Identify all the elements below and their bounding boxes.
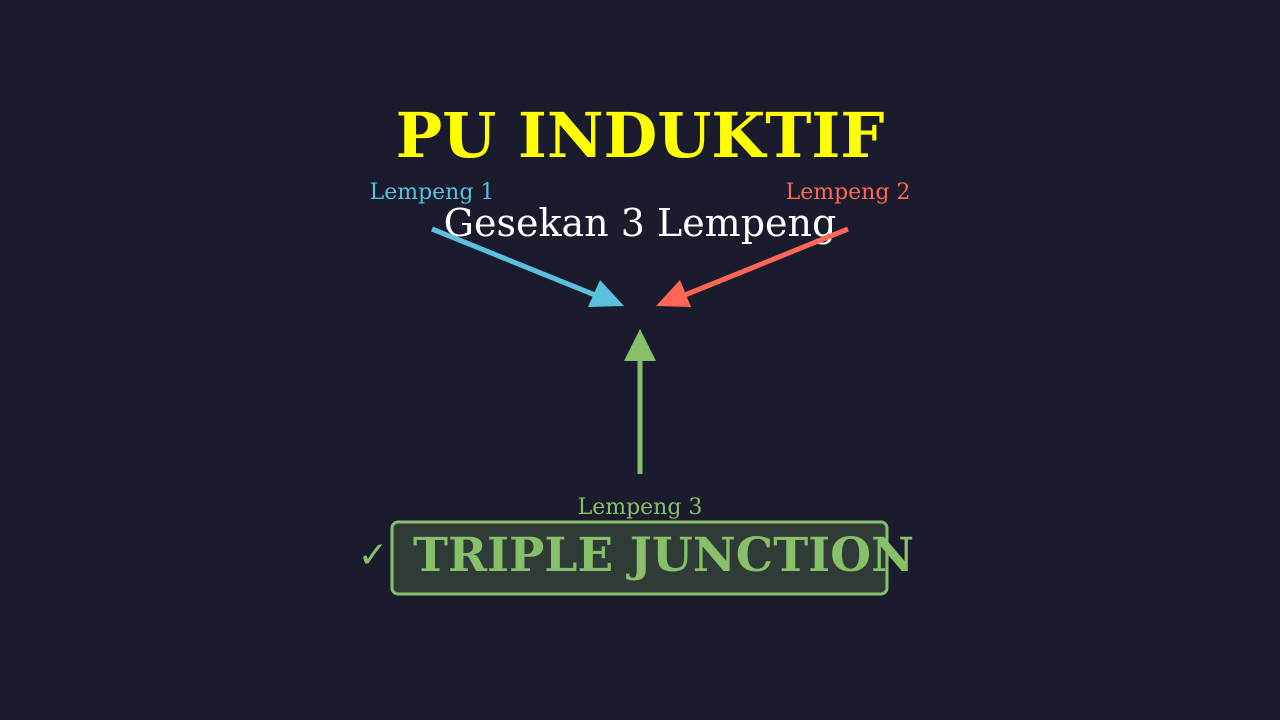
- check-mark-icon: ✓: [358, 535, 388, 576]
- plate-2-label: Lempeng 2: [786, 180, 911, 205]
- diagram-subtitle: Gesekan 3 Lempeng: [444, 201, 837, 245]
- plate-2-arrow: [656, 226, 849, 307]
- result-label: TRIPLE JUNCTION: [413, 528, 914, 583]
- result-box: [390, 520, 889, 596]
- plate-3-arrowhead: [624, 329, 656, 361]
- plate-2-arrow-shaft: [679, 226, 849, 300]
- plate-1-arrowhead: [588, 280, 624, 307]
- plate-1-label: Lempeng 1: [370, 180, 495, 205]
- plate-1-arrow: [431, 226, 624, 307]
- plate-2-arrowhead: [656, 280, 691, 307]
- plate-1-arrow-shaft: [431, 226, 601, 300]
- plate-3-label: Lempeng 3: [578, 495, 703, 520]
- diagram-title: PU INDUKTIF: [396, 99, 885, 172]
- plate-3-arrow: [624, 329, 656, 474]
